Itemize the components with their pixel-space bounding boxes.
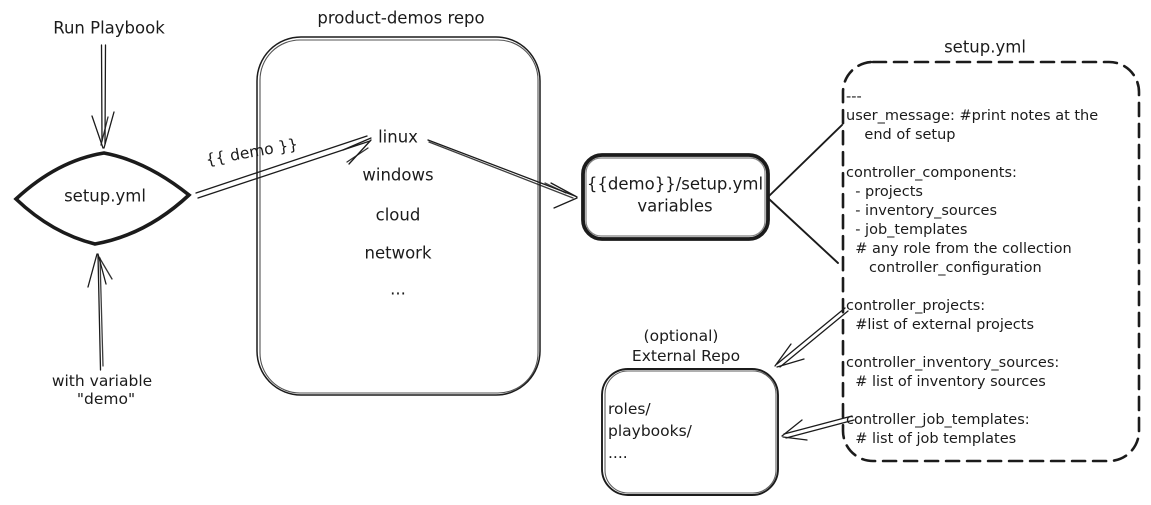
yaml-line: --- [846, 89, 862, 105]
variables-box-line1: {{demo}}/setup.yml [586, 174, 764, 194]
product-demos-repo-label: product-demos repo [317, 8, 485, 28]
setup-yml-file-title: setup.yml [944, 37, 1026, 57]
yaml-line: - job_templates [846, 222, 968, 238]
external-repo-content: roles/ playbooks/ .... [608, 398, 692, 464]
yaml-line: controller_inventory_sources: [846, 355, 1060, 371]
external-repo-line: playbooks/ [608, 422, 692, 440]
variables-box-line2: variables [637, 196, 713, 216]
fork-variables-to-setup-yml [768, 124, 843, 264]
repo-item-linux: linux [378, 127, 418, 147]
yaml-line: - inventory_sources [846, 203, 998, 219]
external-repo-line: .... [608, 444, 628, 462]
yaml-line: # list of job templates [846, 431, 1017, 447]
yaml-line: # any role from the collection [846, 241, 1072, 257]
setup-yml-dashed-box [841, 60, 1141, 463]
diamond-label: setup.yml [64, 186, 146, 206]
yaml-line [846, 335, 1098, 354]
yaml-line: #list of external projects [846, 317, 1035, 333]
arrow-demo-to-linux [195, 135, 372, 199]
variables-box [581, 153, 770, 241]
repo-item-cloud: cloud [375, 205, 421, 225]
external-repo-line: roles/ [608, 400, 651, 418]
yaml-line: controller_projects: [846, 298, 986, 314]
arrow-with-variable-to-diamond [87, 253, 113, 371]
yaml-line: end of setup [846, 127, 956, 143]
optional-label: (optional) [643, 327, 719, 346]
arrow-jobtemplates-to-external-repo [781, 415, 855, 441]
yaml-line: controller_configuration [846, 260, 1042, 276]
arrow-projects-to-external-repo [774, 307, 849, 368]
repo-item-network: network [364, 243, 432, 263]
yaml-line: - projects [846, 184, 923, 200]
yaml-line: user_message: #print notes at the [846, 108, 1099, 124]
arrow-run-playbook-to-diamond [91, 44, 115, 149]
yaml-line: # list of inventory sources [846, 374, 1046, 390]
repo-item-ellipsis: ... [390, 279, 406, 299]
yaml-line: controller_job_templates: [846, 412, 1030, 428]
product-demos-repo-box [256, 36, 541, 396]
external-repo-label: External Repo [631, 347, 741, 366]
with-variable-label: with variable [51, 372, 153, 391]
external-repo-box [601, 368, 779, 496]
diamond-shape [13, 151, 192, 246]
yaml-line: controller_components: [846, 165, 1017, 181]
run-playbook-label: Run Playbook [53, 18, 165, 38]
yaml-line [846, 145, 1098, 164]
arrow-linux-to-variables [427, 139, 578, 209]
yaml-line [846, 392, 1098, 411]
with-variable-quote-label: "demo" [76, 390, 136, 409]
yaml-line [846, 278, 1098, 297]
repo-item-windows: windows [362, 165, 434, 185]
setup-yml-content: --- user_message: #print notes at the en… [846, 88, 1098, 449]
